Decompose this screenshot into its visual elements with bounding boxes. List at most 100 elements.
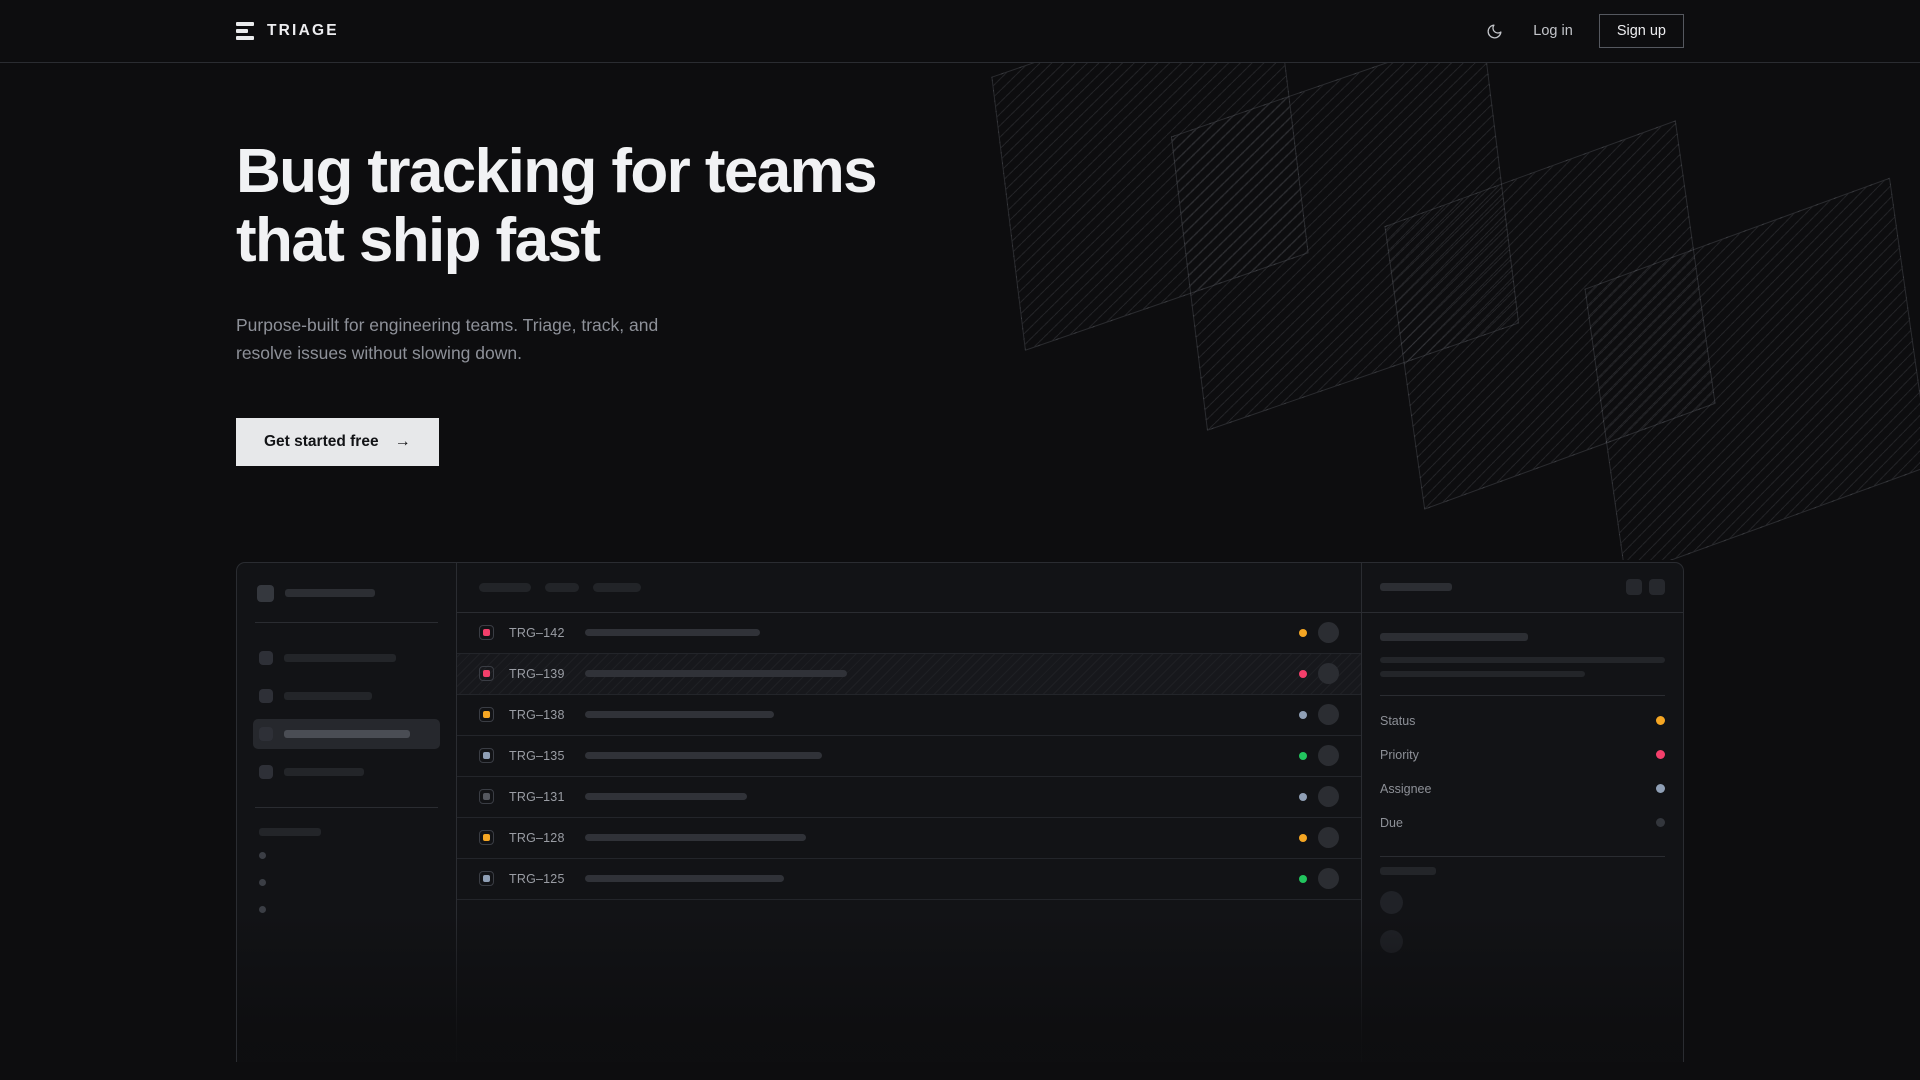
- issue-row-meta: [1299, 704, 1339, 725]
- mockup-sidebar-subnav: [253, 842, 440, 923]
- assignee-avatar[interactable]: [1318, 622, 1339, 643]
- assignee-avatar[interactable]: [1318, 827, 1339, 848]
- meta-value-dot: [1656, 818, 1665, 827]
- top-navigation-bar: TRIAGE Log in Sign up: [0, 0, 1920, 63]
- sidebar-section-label-skeleton: [259, 828, 321, 836]
- issue-id: TRG–135: [509, 749, 571, 763]
- issue-row-meta: [1299, 827, 1339, 848]
- detail-meta-row[interactable]: Due: [1380, 806, 1665, 840]
- subnav-item-dot-icon: [259, 852, 266, 859]
- filter-chip[interactable]: [545, 583, 579, 592]
- assignee-avatar[interactable]: [1318, 663, 1339, 684]
- issue-title-skeleton: [585, 752, 822, 759]
- issue-status-dot: [1299, 793, 1307, 801]
- meta-value-dot: [1656, 716, 1665, 725]
- sidebar-nav-item[interactable]: [253, 643, 440, 673]
- issue-row-meta: [1299, 745, 1339, 766]
- workspace-avatar: [257, 585, 274, 602]
- filter-chip[interactable]: [593, 583, 641, 592]
- login-link[interactable]: Log in: [1533, 23, 1573, 39]
- subheading-line-2: resolve issues without slowing down.: [236, 343, 522, 363]
- signup-button[interactable]: Sign up: [1599, 14, 1684, 48]
- issue-rows: TRG–142TRG–139TRG–138TRG–135TRG–131TRG–1…: [457, 613, 1361, 900]
- issue-type-icon: [479, 789, 494, 804]
- detail-action-button[interactable]: [1649, 579, 1665, 595]
- issue-row[interactable]: TRG–128: [457, 818, 1361, 859]
- sidebar-nav-item[interactable]: [253, 757, 440, 787]
- app-preview: TRG–142TRG–139TRG–138TRG–135TRG–131TRG–1…: [236, 562, 1684, 1062]
- sidebar-nav-item[interactable]: [253, 719, 440, 749]
- nav-item-label-skeleton: [284, 768, 364, 776]
- cta-label: Get started free: [264, 433, 379, 451]
- detail-meta-row[interactable]: Status: [1380, 704, 1665, 738]
- detail-meta-row[interactable]: Priority: [1380, 738, 1665, 772]
- assignee-avatar[interactable]: [1318, 745, 1339, 766]
- issue-type-icon: [479, 748, 494, 763]
- app-mockup-window: TRG–142TRG–139TRG–138TRG–135TRG–131TRG–1…: [236, 562, 1684, 1062]
- assignee-avatar[interactable]: [1318, 786, 1339, 807]
- issue-row-meta: [1299, 663, 1339, 684]
- detail-header-buttons: [1626, 579, 1665, 595]
- detail-meta-row[interactable]: Assignee: [1380, 772, 1665, 806]
- detail-meta-list: StatusPriorityAssigneeDue: [1380, 704, 1665, 840]
- issue-id: TRG–138: [509, 708, 571, 722]
- issue-type-icon: [479, 625, 494, 640]
- subnav-item-dot-icon: [259, 879, 266, 886]
- assignee-avatar[interactable]: [1318, 868, 1339, 889]
- mockup-sidebar-header[interactable]: [253, 581, 440, 602]
- nav-item-label-skeleton: [284, 654, 396, 662]
- issue-row[interactable]: TRG–139: [457, 654, 1361, 695]
- mockup-detail-panel: StatusPriorityAssigneeDue: [1361, 563, 1683, 1062]
- issue-row[interactable]: TRG–138: [457, 695, 1361, 736]
- issue-id: TRG–128: [509, 831, 571, 845]
- sidebar-subnav-item[interactable]: [253, 896, 440, 923]
- filter-chip[interactable]: [479, 583, 531, 592]
- issue-title-skeleton: [585, 711, 774, 718]
- issue-status-dot: [1299, 629, 1307, 637]
- issue-type-icon: [479, 871, 494, 886]
- issue-status-dot: [1299, 670, 1307, 678]
- issue-row[interactable]: TRG–135: [457, 736, 1361, 777]
- issue-title-skeleton: [585, 834, 806, 841]
- issue-row-meta: [1299, 622, 1339, 643]
- nav-item-icon: [259, 727, 273, 741]
- sidebar-nav-item[interactable]: [253, 681, 440, 711]
- subnav-item-dot-icon: [259, 906, 266, 913]
- get-started-button[interactable]: Get started free →: [236, 418, 439, 466]
- page-title: Bug tracking for teams that ship fast: [236, 137, 936, 276]
- nav-item-label-skeleton: [284, 692, 372, 700]
- meta-label: Due: [1380, 816, 1403, 830]
- issue-type-icon: [479, 707, 494, 722]
- issue-row-meta: [1299, 786, 1339, 807]
- sidebar-subnav-item[interactable]: [253, 842, 440, 869]
- issue-id: TRG–125: [509, 872, 571, 886]
- detail-heading-skeleton: [1380, 633, 1528, 641]
- issue-id: TRG–131: [509, 790, 571, 804]
- divider: [1380, 856, 1665, 857]
- brand-logo[interactable]: TRIAGE: [236, 22, 339, 40]
- issue-id: TRG–142: [509, 626, 571, 640]
- issue-row[interactable]: TRG–142: [457, 613, 1361, 654]
- arrow-right-icon: →: [395, 434, 411, 450]
- issue-status-dot: [1299, 834, 1307, 842]
- issue-id: TRG–139: [509, 667, 571, 681]
- issue-status-dot: [1299, 711, 1307, 719]
- moon-icon[interactable]: [1481, 18, 1507, 44]
- meta-value-dot: [1656, 784, 1665, 793]
- detail-title-skeleton: [1380, 583, 1452, 591]
- detail-panel-body: StatusPriorityAssigneeDue: [1362, 613, 1683, 973]
- sidebar-subnav-item[interactable]: [253, 869, 440, 896]
- detail-action-button[interactable]: [1626, 579, 1642, 595]
- issue-row[interactable]: TRG–131: [457, 777, 1361, 818]
- meta-label: Status: [1380, 714, 1415, 728]
- nav-item-icon: [259, 689, 273, 703]
- issue-title-skeleton: [585, 629, 760, 636]
- brand-name: TRIAGE: [267, 22, 339, 40]
- issue-title-skeleton: [585, 793, 747, 800]
- activity-avatars: [1380, 891, 1665, 953]
- detail-text-skeleton: [1380, 657, 1665, 663]
- divider: [1380, 695, 1665, 696]
- issue-row[interactable]: TRG–125: [457, 859, 1361, 900]
- meta-label: Priority: [1380, 748, 1419, 762]
- assignee-avatar[interactable]: [1318, 704, 1339, 725]
